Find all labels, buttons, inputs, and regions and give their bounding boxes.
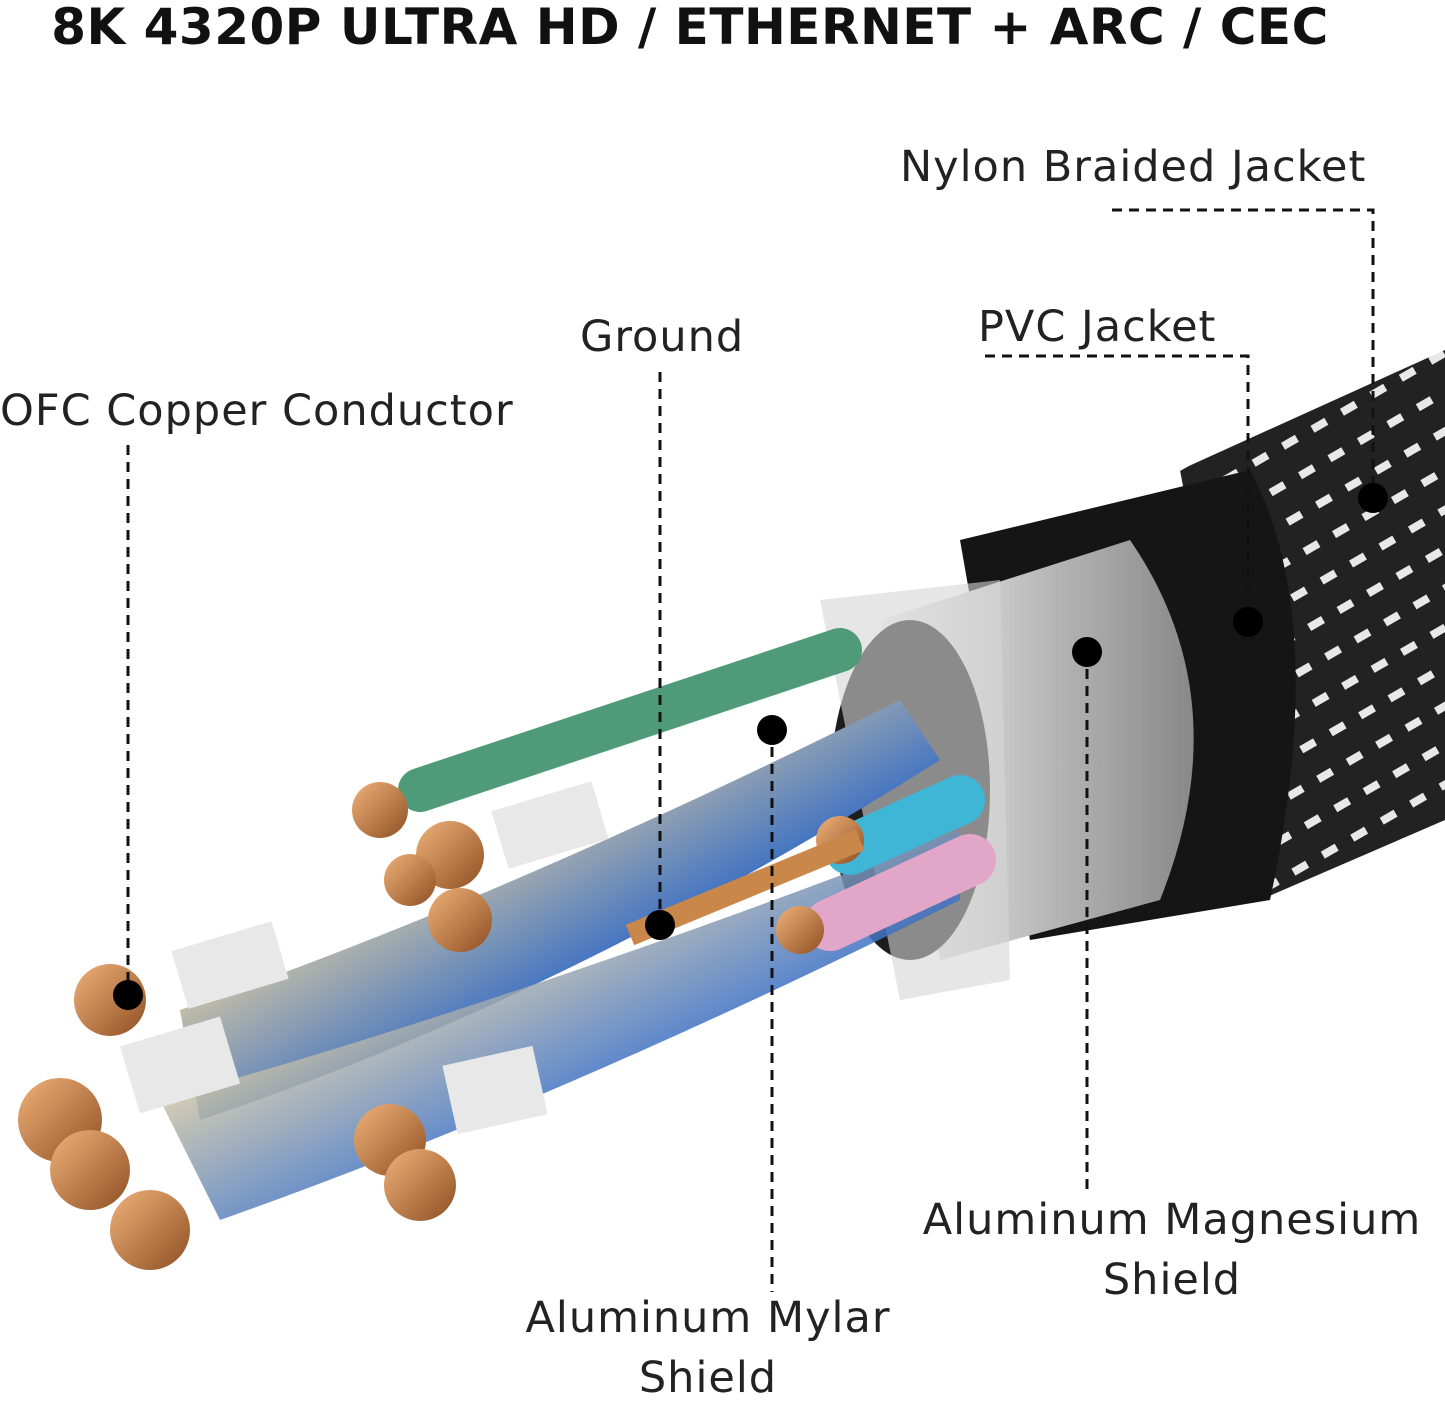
label-pvc-jacket: PVC Jacket bbox=[978, 302, 1217, 352]
twisted-pairs bbox=[119, 628, 996, 1220]
label-ofc-copper-conductor: OFC Copper Conductor bbox=[0, 386, 514, 436]
ofc-copper-conductors bbox=[18, 782, 865, 1270]
label-aluminum-mylar-shield: Aluminum Mylar Shield bbox=[508, 1288, 908, 1408]
label-ground: Ground bbox=[580, 312, 745, 362]
label-line: Aluminum Mylar bbox=[525, 1293, 891, 1343]
callout-dots bbox=[113, 483, 1388, 1010]
label-nylon-braided-jacket: Nylon Braided Jacket bbox=[900, 142, 1367, 192]
nylon-callout-line bbox=[1112, 208, 1375, 498]
callout-lines bbox=[126, 208, 1375, 1292]
pvc-callout-line bbox=[985, 354, 1250, 622]
label-line: Aluminum Magnesium bbox=[922, 1195, 1422, 1245]
page-title: 8K 4320P ULTRA HD / ETHERNET + ARC / CEC bbox=[51, 0, 1329, 56]
label-line: Shield bbox=[638, 1353, 778, 1403]
label-aluminum-magnesium-shield: Aluminum Magnesium Shield bbox=[922, 1190, 1422, 1310]
label-line: Shield bbox=[1102, 1255, 1242, 1305]
